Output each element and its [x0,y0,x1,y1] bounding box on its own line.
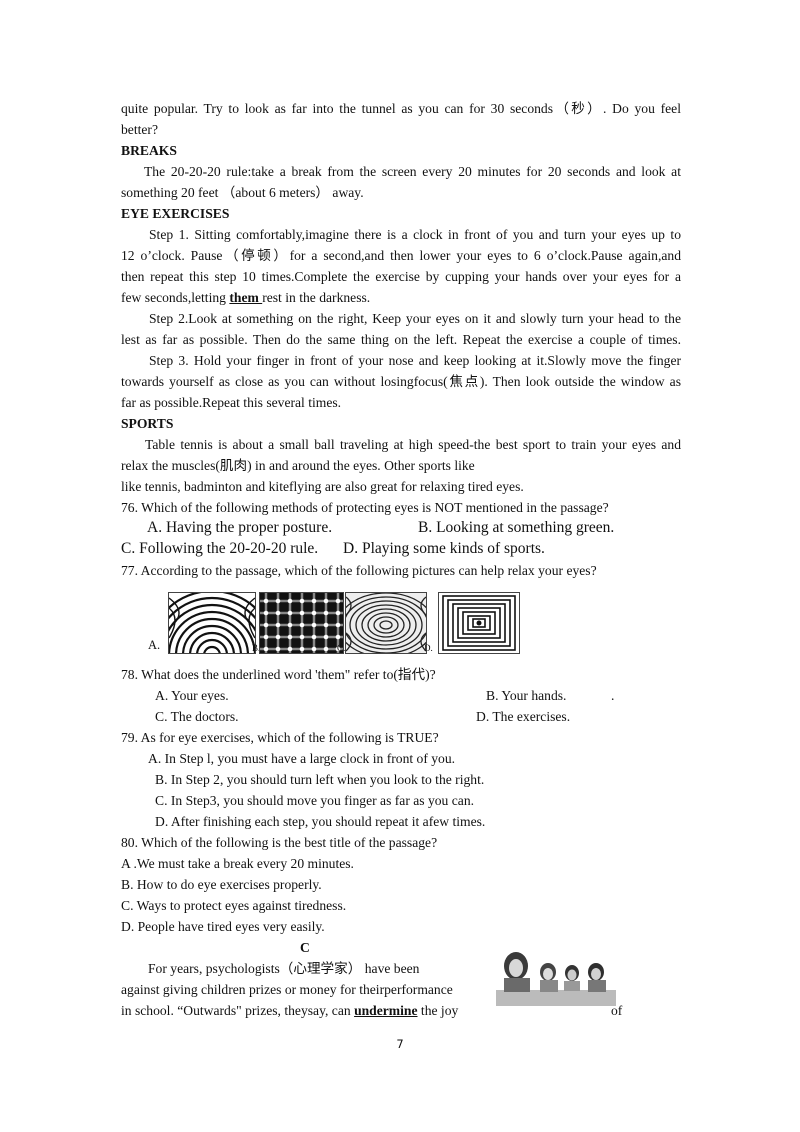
passage-line: 12 o’clock. Pause（停顿）for a second,and th… [121,248,681,263]
q77-label-c: C. [337,643,346,653]
wavy-lines-image [346,593,426,653]
section-heading-sports: SPORTS [121,416,174,431]
nested-squares-image [439,593,519,653]
page-number: 7 [396,1037,404,1051]
q77-label-d: D. [424,643,433,653]
q77-label-a: A. [148,638,161,652]
q80-option-c: C. Ways to protect eyes against tirednes… [121,898,347,913]
section-heading-eye-exercises: EYE EXERCISES [121,206,230,221]
underlined-word-undermine: undermine [354,1003,418,1018]
passage-line: Table tennis is about a small ball trave… [145,437,681,452]
passage-line: then repeat this step 10 times.Complete … [121,269,681,284]
passage-line: relax the muscles(肌肉) in and around the … [121,458,475,473]
q78-option-b: B. Your hands. [486,688,567,703]
q79-option-b: B. In Step 2, you should turn left when … [155,772,485,787]
question-80-stem: 80. Which of the following is the best t… [121,835,438,850]
q78-option-c: C. The doctors. [155,709,239,724]
text-run: rest in the darkness. [262,290,371,305]
illusion-picture-d [438,592,520,654]
question-77-stem: 77. According to the passage, which of t… [121,563,597,578]
q78-option-d: D. The exercises. [476,709,571,724]
passage-line: Step 2.Look at something on the right, K… [149,311,681,326]
q79-option-c: C. In Step3, you should move you finger … [155,793,475,808]
illusion-picture-a [168,592,256,654]
q76-option-c: C. Following the 20-20-20 rule. [121,540,319,557]
passage-line: quite popular. Try to look as far into t… [121,101,681,116]
question-76-stem: 76. Which of the following methods of pr… [121,500,609,515]
passage-line: far as possible.Repeat this several time… [121,395,342,410]
text-run: in school. “Outwards" prizes, theysay, c… [121,1003,355,1018]
passage-c-line: For years, psychologists（心理学家） have been [148,961,420,976]
children-at-desk-image [496,946,616,1006]
illusion-picture-b [259,592,344,654]
passage-line: better? [121,122,158,137]
q79-option-a: A. In Step l, you must have a large cloc… [148,751,456,766]
children-photo [496,946,616,1006]
text-run: few seconds,letting [121,290,230,305]
passage-line: like tennis, badminton and kiteflying ar… [121,479,524,494]
q80-option-d: D. People have tired eyes very easily. [121,919,325,934]
section-heading-c: C [300,940,310,955]
text-run: the joy [417,1003,459,1018]
q77-label-b: B. [252,643,261,653]
passage-line: something 20 feet （about 6 meters） away. [121,185,364,200]
passage-line: towards yourself as close as you can wit… [121,374,681,389]
question-78-stem: 78. What does the underlined word 'them"… [121,667,436,682]
q78-option-a: A. Your eyes. [155,688,229,703]
grid-dots-image [260,593,343,653]
passage-line: few seconds,letting them rest in the dar… [121,288,681,308]
passage-line: lest as far as possible. Then do the sam… [121,332,681,347]
illusion-picture-c [345,592,427,654]
passage-line: The 20-20-20 rule:take a break from the … [144,164,681,179]
q76-option-d: D. Playing some kinds of sports. [343,540,545,557]
section-heading-breaks: BREAKS [121,143,177,158]
question-79-stem: 79. As for eye exercises, which of the f… [121,730,439,745]
q80-option-a: A .We must take a break every 20 minutes… [121,856,354,871]
concentric-arcs-image [169,593,255,653]
q76-option-b: B. Looking at something green. [418,519,615,536]
underlined-word-them: them [229,290,263,305]
q76-option-a: A. Having the proper posture. [147,519,333,536]
q80-option-b: B. How to do eye exercises properly. [121,877,322,892]
passage-c-word: of [611,1003,623,1018]
passage-c-line: in school. “Outwards" prizes, theysay, c… [121,1001,501,1021]
q79-option-d: D. After finishing each step, you should… [155,814,486,829]
stray-dot: . [611,688,615,703]
passage-line: Step 1. Sitting comfortably,imagine ther… [149,227,681,242]
passage-c-line: against giving children prizes or money … [121,982,453,997]
passage-line: Step 3. Hold your finger in front of you… [149,353,681,368]
